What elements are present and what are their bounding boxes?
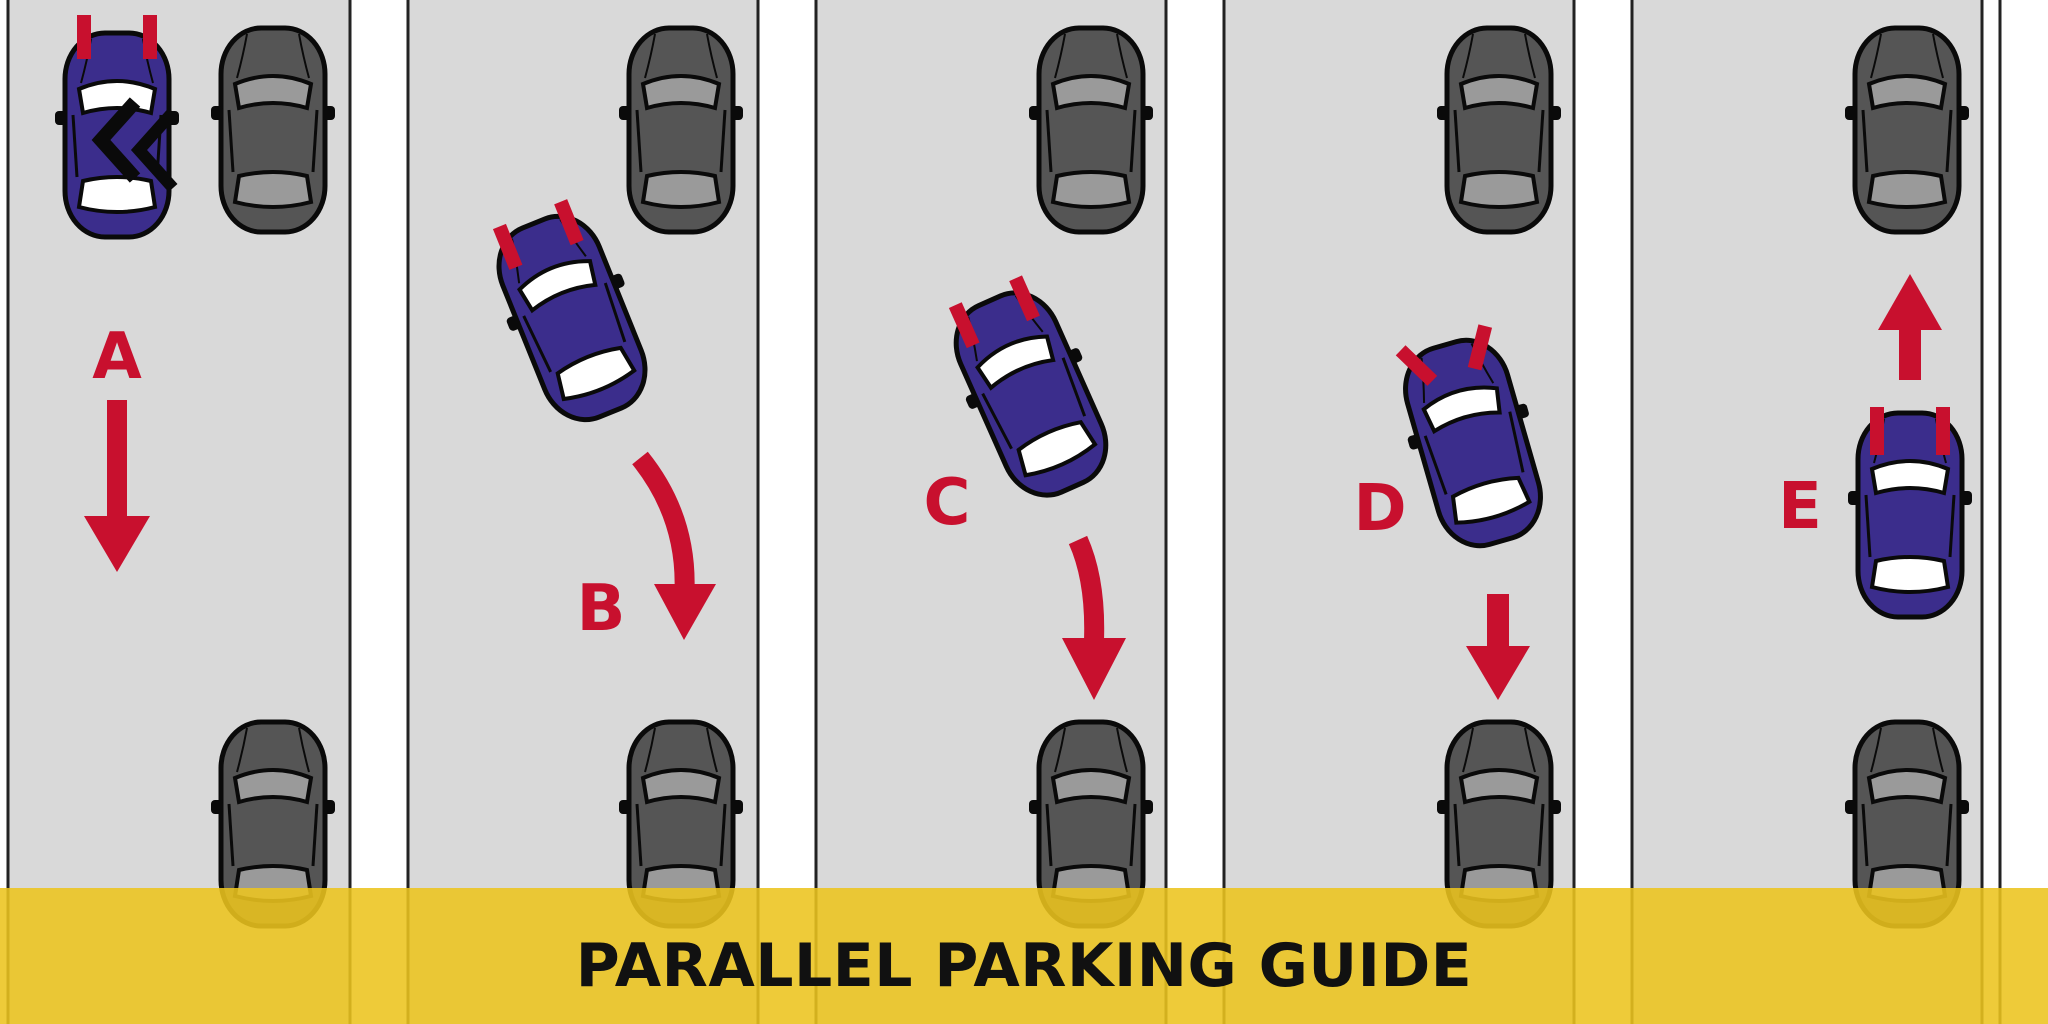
arrow-step-e bbox=[1878, 274, 1942, 380]
curb bbox=[1994, 0, 2048, 1024]
arrow-step-a bbox=[84, 400, 150, 572]
step-label-e: E bbox=[1778, 470, 1822, 544]
arrow-step-b bbox=[632, 451, 716, 640]
step-label-a: A bbox=[92, 320, 142, 394]
step-label-d: D bbox=[1353, 472, 1406, 546]
subject-car-step-a bbox=[55, 15, 179, 237]
step-label-c: C bbox=[924, 466, 971, 540]
brand-logo-icon bbox=[91, 97, 178, 193]
page-title: PARALLEL PARKING GUIDE bbox=[575, 931, 1473, 1001]
arrow-step-c bbox=[1062, 535, 1126, 700]
subject-car-step-e bbox=[1848, 407, 1972, 617]
subject-car-step-c bbox=[929, 266, 1129, 512]
title-banner: PARALLEL PARKING GUIDE bbox=[0, 888, 2048, 1024]
arrow-step-d bbox=[1466, 594, 1530, 700]
subject-car-step-b bbox=[473, 191, 668, 436]
subject-car-step-d bbox=[1382, 324, 1560, 558]
step-label-b: B bbox=[577, 572, 626, 646]
